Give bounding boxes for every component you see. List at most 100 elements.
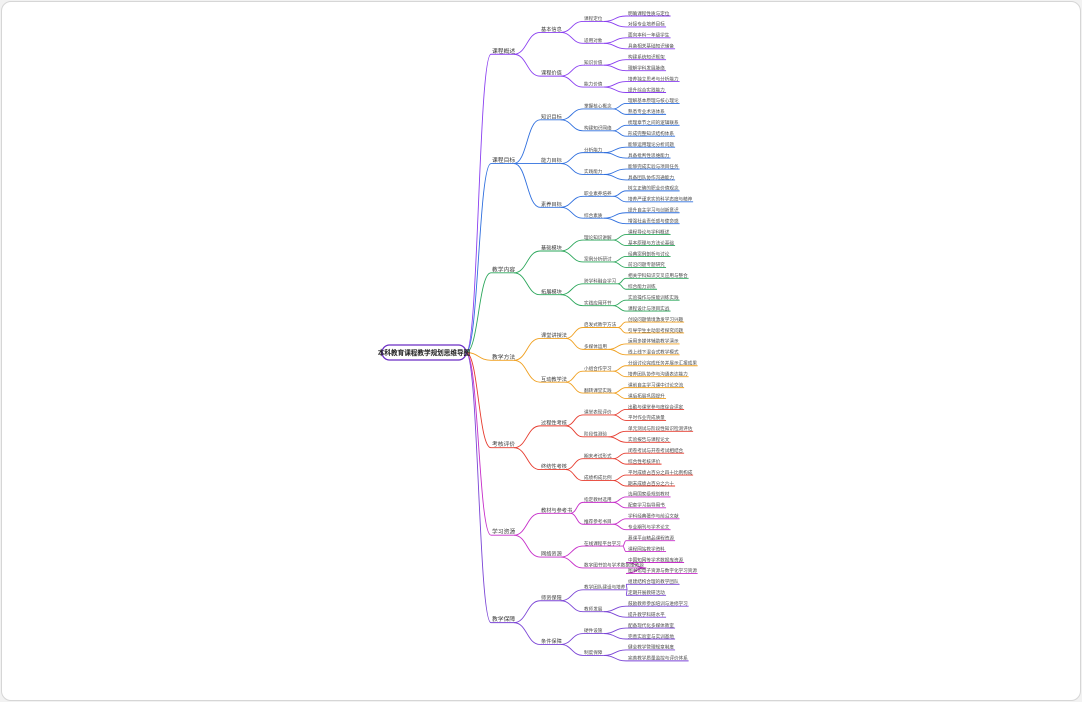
leaf-node-label[interactable]: 健全教学管理规章制度 (628, 644, 674, 651)
leaf-node-label[interactable]: 课程设计与项目实战 (628, 305, 670, 312)
sub-topic-label[interactable]: 理论知识讲解 (584, 234, 612, 241)
topic-label[interactable]: 条件保障 (541, 637, 562, 645)
topic-label[interactable]: 课堂讲授法 (541, 331, 567, 339)
sub-topic-label[interactable]: 期末考试形式 (584, 452, 612, 459)
leaf-node-label[interactable]: 鼓励教师参加培训与进修学习 (628, 600, 688, 607)
leaf-node-label[interactable]: 完善实验室与实训基地 (628, 633, 674, 640)
sub-topic-label[interactable]: 课程定位 (584, 15, 603, 22)
leaf-node-label[interactable]: 综合性考核评价 (628, 458, 661, 465)
leaf-node-label[interactable]: 基本原理与方法论基础 (628, 239, 674, 246)
sub-topic-label[interactable]: 适用对象 (584, 37, 603, 44)
topic-label[interactable]: 素养目标 (541, 200, 562, 208)
leaf-node-label[interactable]: 分组讨论完成任务并展示汇报成果 (628, 360, 697, 367)
leaf-node-label[interactable]: 定期开展教研活动 (628, 589, 665, 596)
main-branch-label[interactable]: 教学内容 (492, 265, 515, 273)
leaf-node-label[interactable]: 期末成绩占百分之六十 (628, 480, 674, 487)
topic-label[interactable]: 拓展模块 (541, 287, 563, 295)
topic-label[interactable]: 师资保障 (541, 593, 562, 601)
sub-topic-label[interactable]: 多媒体运用 (584, 343, 607, 350)
sub-topic-label[interactable]: 掌握核心概念 (584, 103, 612, 110)
leaf-node-label[interactable]: 运用多媒体辅助教学演示 (628, 338, 679, 345)
leaf-node-label[interactable]: 课程网站教学资料 (628, 545, 665, 552)
leaf-node-label[interactable]: 图书馆电子资源与数字化学习资源 (628, 567, 697, 574)
leaf-node-label[interactable]: 明确课程性质与定位 (628, 10, 670, 17)
sub-topic-label[interactable]: 实践应用环节 (584, 299, 612, 306)
leaf-node-label[interactable]: 组建结构合理的教学团队 (628, 578, 679, 585)
main-branch-label[interactable]: 课程目标 (492, 156, 515, 164)
sub-topic-label[interactable]: 能力价值 (584, 81, 603, 88)
leaf-node-label[interactable]: 平时作业完成质量 (628, 414, 665, 421)
leaf-node-label[interactable]: 创设问题情境激发学习兴趣 (628, 316, 684, 323)
sub-topic-label[interactable]: 职业素养培养 (584, 190, 612, 197)
leaf-node-label[interactable]: 前沿问题专题研究 (628, 261, 665, 268)
leaf-node-label[interactable]: 梳理章节之间的逻辑联系 (628, 119, 679, 126)
leaf-node-label[interactable]: 出勤与课堂参与度综合评定 (628, 403, 684, 410)
leaf-node-label[interactable]: 引导学生主动思考探究问题 (628, 327, 684, 334)
topic-label[interactable]: 网络资源 (541, 550, 563, 558)
leaf-node-label[interactable]: 实验操作与技能训练实践 (628, 294, 679, 301)
leaf-node-label[interactable]: 提升教学科研水平 (628, 611, 665, 618)
leaf-node-label[interactable]: 单元测试与阶段性知识检测评估 (628, 425, 693, 432)
leaf-node-label[interactable]: 能够完成实验与项目任务 (628, 163, 679, 170)
topic-label[interactable]: 过程性考核 (541, 418, 567, 426)
sub-topic-label[interactable]: 课堂表现评价 (584, 409, 612, 416)
sub-topic-label[interactable]: 在线课程平台学习 (584, 540, 621, 547)
leaf-node-label[interactable]: 构建系统知识框架 (628, 54, 665, 61)
leaf-node-label[interactable]: 能够运用理论分析问题 (628, 141, 674, 148)
leaf-node-label[interactable]: 配套学习指导用书 (628, 502, 665, 509)
sub-topic-label[interactable]: 翻转课堂实践 (584, 387, 612, 394)
leaf-node-label[interactable]: 慕课平台精品课程资源 (628, 534, 674, 541)
leaf-node-label[interactable]: 熟悉专业术语体系 (628, 108, 665, 115)
leaf-node-label[interactable]: 配备现代化多媒体教室 (628, 622, 674, 629)
leaf-node-label[interactable]: 经典案例剖析与讨论 (628, 250, 670, 257)
leaf-node-label[interactable]: 课程导论与学科概述 (628, 228, 670, 235)
topic-label[interactable]: 能力目标 (541, 156, 562, 164)
leaf-node-label[interactable]: 具备团队协作沟通能力 (628, 174, 674, 181)
leaf-node-label[interactable]: 培养严谨求实的科学态度与精神 (628, 196, 693, 203)
sub-topic-label[interactable]: 推荐参考书目 (584, 518, 612, 525)
main-branch-label[interactable]: 考核评价 (492, 440, 515, 448)
leaf-node-label[interactable]: 树立正确的职业价值观念 (628, 185, 679, 192)
leaf-node-label[interactable]: 实验报告与课程论文 (628, 436, 670, 443)
leaf-node-label[interactable]: 理解学科发展脉络 (628, 64, 665, 71)
leaf-node-label[interactable]: 培养独立思考与分析能力 (628, 75, 679, 82)
leaf-node-label[interactable]: 具备批判性思维能力 (628, 152, 670, 159)
sub-topic-label[interactable]: 制度保障 (584, 649, 603, 656)
sub-topic-label[interactable]: 教学团队建设与培养 (584, 584, 626, 591)
sub-topic-label[interactable]: 成绩构成比例 (584, 474, 612, 481)
root-node[interactable]: 本科教育课程教学规划思维导图 (377, 344, 471, 361)
topic-label[interactable]: 互动教学法 (541, 375, 567, 383)
leaf-node-label[interactable]: 中国知网等学术数据库资源 (628, 556, 684, 563)
sub-topic-label[interactable]: 启发式教学方法 (584, 321, 617, 328)
leaf-node-label[interactable]: 形成完整知识结构体系 (628, 130, 674, 137)
sub-topic-label[interactable]: 知识价值 (584, 59, 603, 66)
sub-topic-label[interactable]: 数字图书馆与学术数据库资源 (584, 562, 644, 569)
main-branch-label[interactable]: 学习资源 (492, 528, 515, 536)
leaf-node-label[interactable]: 线上线下混合式教学模式 (628, 349, 679, 356)
leaf-node-label[interactable]: 课前自主学习课中讨论交流 (628, 381, 684, 388)
sub-topic-label[interactable]: 教师发展 (584, 605, 603, 612)
leaf-node-label[interactable]: 面向本科一年级学生 (628, 32, 670, 39)
sub-topic-label[interactable]: 阶段性测验 (584, 431, 607, 438)
main-branch-label[interactable]: 教学保障 (492, 615, 515, 623)
sub-topic-label[interactable]: 硬件设施 (584, 627, 603, 634)
leaf-node-label[interactable]: 增强社会责任感与使命感 (628, 217, 679, 224)
sub-topic-label[interactable]: 实践能力 (584, 168, 603, 175)
topic-label[interactable]: 教材与参考书 (541, 506, 572, 514)
leaf-node-label[interactable]: 相关学科知识交叉应用与整合 (628, 272, 688, 279)
leaf-node-label[interactable]: 闭卷考试与开卷考试相结合 (628, 447, 684, 454)
sub-topic-label[interactable]: 构建知识网络 (584, 124, 612, 131)
leaf-node-label[interactable]: 完善教学质量监控与评价体系 (628, 655, 688, 662)
leaf-node-label[interactable]: 提升综合实践能力 (628, 86, 665, 93)
sub-topic-label[interactable]: 指定教材选用 (584, 496, 612, 503)
leaf-node-label[interactable]: 选用国家级规划教材 (628, 491, 670, 498)
sub-topic-label[interactable]: 小组合作学习 (584, 365, 612, 372)
topic-label[interactable]: 基础模块 (541, 244, 563, 252)
main-branch-label[interactable]: 课程概述 (492, 47, 515, 55)
main-branch-label[interactable]: 教学方法 (492, 353, 515, 361)
topic-label[interactable]: 基本信息 (541, 25, 562, 33)
sub-topic-label[interactable]: 跨学科融合学习 (584, 277, 617, 284)
leaf-node-label[interactable]: 课后拓展巩固提升 (628, 392, 665, 399)
sub-topic-label[interactable]: 案例分析研讨 (584, 256, 612, 263)
